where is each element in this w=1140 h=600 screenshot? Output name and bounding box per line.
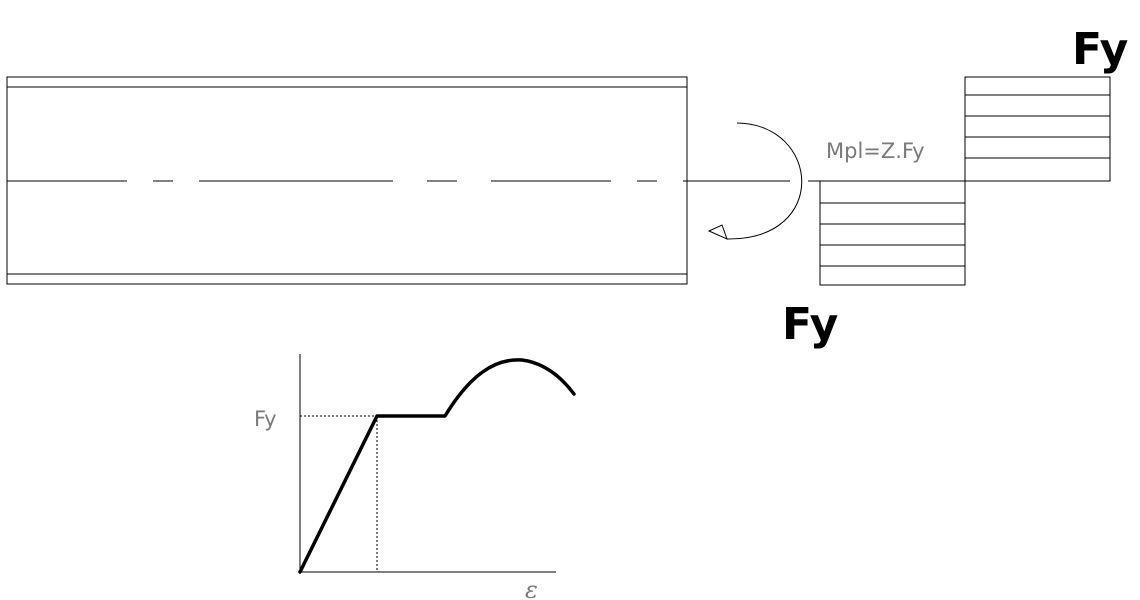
plastic-moment-label: Mpl=Z.Fy bbox=[826, 139, 925, 163]
stress-block-bottom bbox=[819, 180, 966, 286]
stress-block-top-outline bbox=[964, 76, 1111, 182]
stress-block-top bbox=[964, 76, 1111, 182]
stress-block-bottom-label: Fy bbox=[782, 299, 838, 350]
graph-x-label: ε bbox=[525, 576, 538, 600]
graph-y-label: Fy bbox=[254, 407, 277, 431]
stress-block-bottom-outline bbox=[819, 180, 966, 286]
stress-strain-graph: Fy ε bbox=[254, 354, 576, 600]
moment-arrow bbox=[707, 122, 803, 240]
moment-arrowhead-icon bbox=[707, 224, 728, 240]
stress-block-top-label: Fy bbox=[1072, 24, 1128, 75]
moment-arc bbox=[726, 122, 803, 240]
stress-strain-curve bbox=[298, 358, 576, 574]
